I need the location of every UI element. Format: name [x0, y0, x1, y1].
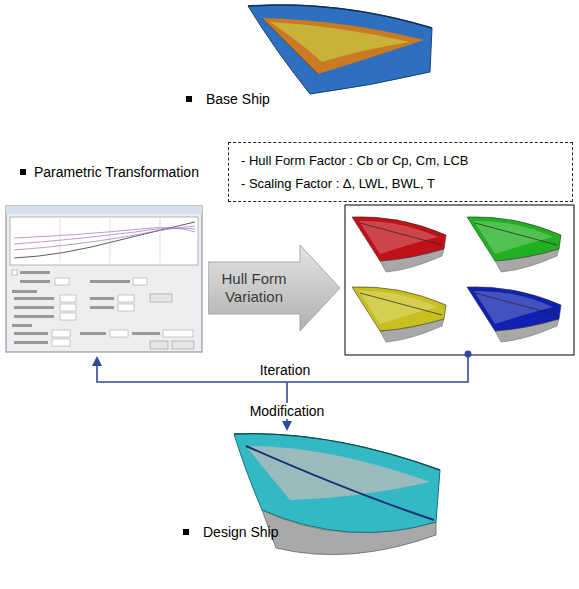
transformation-dialog-part [14, 228, 195, 244]
hull-variations-part [467, 287, 561, 342]
section-label: Parametric Transformation [34, 164, 199, 180]
base-ship [248, 5, 432, 94]
transformation-dialog-part [133, 278, 147, 285]
loop-label: Iteration [260, 362, 311, 378]
transformation-dialog-part [118, 304, 134, 311]
transformation-dialog-part [150, 294, 172, 302]
transformation-dialog-part [12, 290, 37, 293]
transformation-dialog-part [6, 206, 202, 352]
factor-text: - Scaling Factor : Δ, LWL, BWL, T [241, 176, 560, 192]
transformation-dialog-part [163, 330, 193, 337]
hull-variations [345, 205, 574, 355]
transformation-dialog-part [55, 278, 69, 285]
transformation-dialog-part [20, 271, 50, 274]
design-ship-part [246, 446, 430, 500]
base-ship-part [262, 18, 318, 74]
base-ship-part [248, 5, 432, 28]
hull-variations-part [352, 287, 446, 342]
iteration-loop-part [97, 354, 468, 382]
transformation-dialog-part [52, 330, 70, 337]
base-ship-part [270, 22, 410, 62]
transformation-dialog-part [14, 306, 54, 309]
ship-caption: Design Ship [203, 524, 279, 540]
transformation-dialog-part [150, 341, 168, 349]
bullet [20, 169, 26, 175]
transformation-dialog-part [132, 332, 160, 335]
transformation-dialog-part [90, 297, 114, 300]
hull-variations-part [352, 217, 446, 272]
transformation-dialog-part [80, 332, 106, 335]
transformation-dialog-part [20, 280, 50, 283]
transformation-dialog-part [14, 341, 48, 344]
transformation-dialog-part [60, 295, 76, 302]
step-label: Modification [247, 403, 328, 419]
transformation-dialog-part [14, 226, 195, 250]
transformation-dialog-part [14, 332, 48, 335]
transformation-dialog-part [90, 306, 114, 309]
design-ship-part [234, 434, 440, 533]
base-ship-part [262, 18, 424, 74]
transformation-dialog-part [14, 228, 195, 238]
transformation-dialog-part [90, 280, 130, 283]
iteration-loop-part [282, 421, 292, 431]
design-ship-part [234, 434, 440, 470]
ship-caption: Base Ship [206, 91, 270, 107]
transformation-dialog-part [14, 222, 195, 258]
arrow-outline [208, 245, 340, 331]
transformation-dialog-part [60, 218, 160, 263]
transformation-dialog-part [118, 295, 134, 302]
design-ship-part [246, 446, 434, 520]
bullet [186, 96, 192, 102]
bullet [183, 529, 189, 535]
arrow-text: Hull Form Variation [210, 270, 298, 306]
iteration-loop [92, 351, 472, 432]
factor-text: - Hull Form Factor : Cb or Cp, Cm, LCB [241, 153, 560, 169]
factor-box: - Hull Form Factor : Cb or Cp, Cm, LCB - … [228, 142, 573, 202]
transformation-dialog-part [10, 217, 198, 265]
transformation-dialog-part [12, 324, 32, 327]
transformation-dialog-part [12, 270, 17, 275]
base-ship-part [248, 5, 432, 94]
transformation-dialog-part [172, 341, 194, 349]
hull-variations-part [345, 205, 574, 355]
transformation-dialog-part [110, 330, 128, 337]
transformation-dialog-part [60, 313, 76, 320]
transformation-dialog [6, 206, 202, 352]
transformation-dialog-part [14, 315, 54, 318]
transformation-dialog-part [52, 339, 70, 346]
variation-arrow: Hull Form Variation [208, 245, 340, 331]
hull-variations-part [467, 217, 561, 272]
transformation-dialog-part [6, 206, 202, 214]
transformation-dialog-part [60, 304, 76, 311]
iteration-loop-part [92, 356, 102, 366]
transformation-dialog-part [14, 297, 54, 300]
